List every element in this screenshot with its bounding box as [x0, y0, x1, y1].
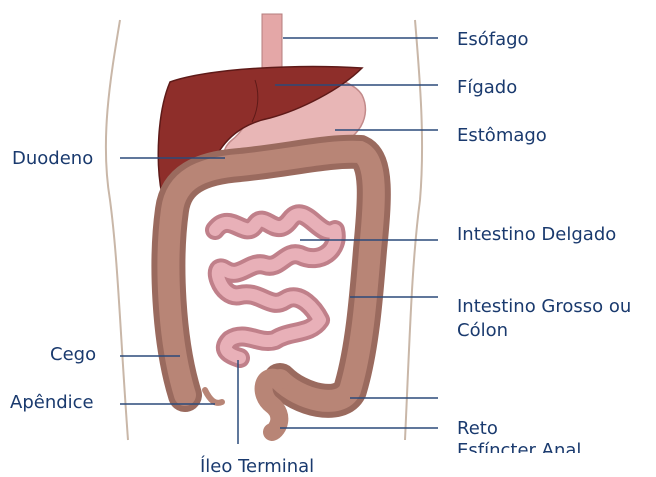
label-intestino-grosso-line2: Cólon [457, 321, 508, 341]
rectum-shape [264, 378, 280, 432]
label-intestino-delgado: Intestino Delgado [457, 225, 616, 245]
label-ileo-terminal: Íleo Terminal [200, 457, 314, 477]
label-duodeno: Duodeno [12, 149, 93, 169]
label-reto: Reto [457, 419, 498, 439]
appendix-shape [205, 390, 222, 403]
label-esfincter-anal: Esfíncter Anal [457, 441, 581, 453]
label-figado: Fígado [457, 78, 517, 98]
small-intestine-shape [215, 214, 336, 358]
label-apendice: Apêndice [10, 393, 94, 413]
label-esofago: Esófago [457, 30, 529, 50]
label-intestino-grosso-line1: Intestino Grosso ou [457, 297, 631, 317]
colon-shape [168, 152, 373, 401]
label-cego: Cego [50, 345, 96, 365]
label-estomago: Estômago [457, 126, 547, 146]
